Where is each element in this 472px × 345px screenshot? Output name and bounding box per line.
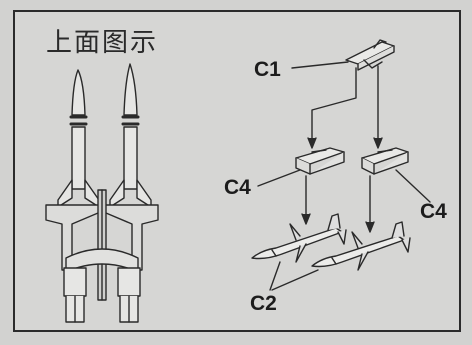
assembled-missiles-top-view <box>45 63 159 323</box>
part-c2-missile-lower <box>311 221 411 271</box>
leader-c2-a <box>269 261 281 291</box>
callout-c4-right: C4 <box>420 200 447 223</box>
part-c4-right-rail <box>361 147 409 175</box>
part-c2-missile-upper <box>251 213 347 263</box>
leader-c4-left <box>257 169 301 187</box>
diagram-title: 上面图示 <box>46 28 159 58</box>
part-c1-pylon-adapter <box>345 39 395 71</box>
callout-c1: C1 <box>254 58 281 81</box>
leader-c2-b <box>271 269 319 291</box>
leader-c1 <box>291 61 349 69</box>
callout-c4-left: C4 <box>224 176 251 199</box>
leader-c4-right <box>395 169 431 203</box>
part-c4-left-rail <box>295 147 345 175</box>
callout-c2: C2 <box>250 292 277 315</box>
diagram-frame <box>13 10 461 332</box>
